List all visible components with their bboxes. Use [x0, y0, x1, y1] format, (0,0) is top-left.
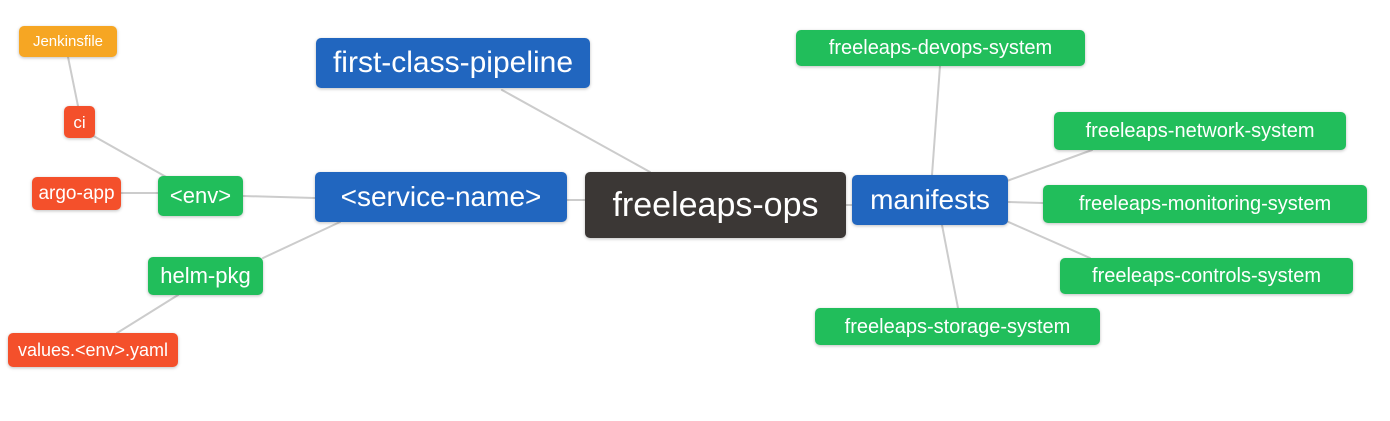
- mindmap-node-freeleaps-network-system[interactable]: freeleaps-network-system: [1054, 112, 1346, 150]
- mindmap-node-env[interactable]: <env>: [158, 176, 243, 216]
- edge-helm-pkg-to-values-env-yaml: [116, 294, 179, 334]
- mindmap-node-freeleaps-ops[interactable]: freeleaps-ops: [585, 172, 846, 238]
- edge-ci-to-env: [89, 133, 169, 179]
- mindmap-node-first-class-pipeline[interactable]: first-class-pipeline: [316, 38, 590, 88]
- mindmap-node-freeleaps-devops-system[interactable]: freeleaps-devops-system: [796, 30, 1085, 66]
- mindmap-node-jenkinsfile[interactable]: Jenkinsfile: [19, 26, 117, 57]
- edge-first-class-pipeline-to-freeleaps-ops: [501, 89, 651, 173]
- mindmap-node-freeleaps-monitoring-system[interactable]: freeleaps-monitoring-system: [1043, 185, 1367, 223]
- mindmap-node-ci[interactable]: ci: [64, 106, 95, 138]
- mindmap-node-freeleaps-controls-system[interactable]: freeleaps-controls-system: [1060, 258, 1353, 294]
- edge-jenkinsfile-to-ci: [67, 56, 79, 107]
- edge-manifests-to-freeleaps-storage-system: [941, 224, 959, 309]
- mindmap-node-values-env-yaml[interactable]: values.<env>.yaml: [8, 333, 178, 367]
- mindmap-node-manifests[interactable]: manifests: [852, 175, 1008, 225]
- edge-manifests-to-freeleaps-network-system: [1003, 149, 1093, 183]
- edge-manifests-to-freeleaps-controls-system: [1003, 219, 1091, 259]
- edge-manifests-to-freeleaps-devops-system: [931, 65, 941, 176]
- mindmap-node-service-name[interactable]: <service-name>: [315, 172, 567, 222]
- mindmap-node-helm-pkg[interactable]: helm-pkg: [148, 257, 263, 295]
- edge-service-name-to-helm-pkg: [262, 221, 341, 259]
- mindmap-node-freeleaps-storage-system[interactable]: freeleaps-storage-system: [815, 308, 1100, 345]
- mindmap-node-argo-app[interactable]: argo-app: [32, 177, 121, 210]
- edge-manifests-to-freeleaps-monitoring-system: [1007, 201, 1044, 204]
- edge-env-to-service-name: [242, 195, 316, 199]
